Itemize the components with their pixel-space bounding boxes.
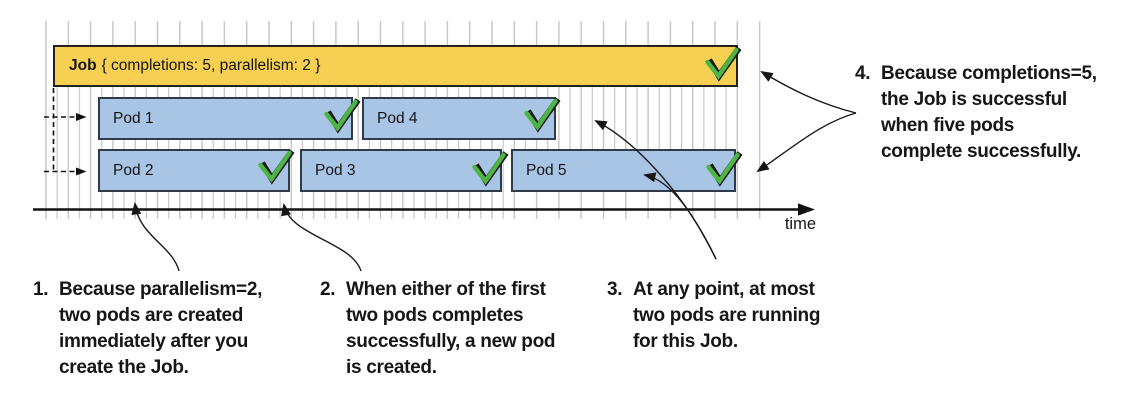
pod2-label: Pod 2 [113,161,154,179]
job-spec: { completions: 5, parallelism: 2 } [101,57,321,74]
annotation-3: 3. At any point, at most two pods are ru… [607,277,820,355]
pod1-label: Pod 1 [113,109,154,127]
pod4-bar: Pod 4 [362,97,556,140]
job-label: Job [69,57,97,74]
pod4-label: Pod 4 [377,109,418,127]
annotation-1: 1. Because parallelism=2, two pods are c… [33,277,262,381]
pod5-label: Pod 5 [526,161,567,179]
annotation2-arrow [281,203,362,272]
time-axis-label: time [784,215,816,233]
pod3-label: Pod 3 [315,161,356,179]
job-bar: Job { completions: 5, parallelism: 2 } [53,45,738,87]
annotation-4-text: Because completions=5, the Job is succes… [881,63,1097,162]
annotation-4-number: 4. [855,63,871,84]
pod5-bar: Pod 5 [511,149,736,192]
annotation1-arrow [131,202,180,272]
pod2-bar: Pod 2 [98,149,290,192]
annotation-3-text: At any point, at most two pods are runni… [633,279,821,352]
annotation4-arrow-upper [760,70,857,114]
pod3-bar: Pod 3 [300,149,502,192]
pod1-bar: Pod 1 [98,97,353,140]
annotation-2-text: When either of the first two pods comple… [346,279,556,378]
time-axis-arrowhead-icon [798,203,815,216]
annotation-4: 4. Because completions=5, the Job is suc… [855,61,1097,165]
annotation-1-text: Because parallelism=2, two pods are crea… [59,279,263,378]
annotation4-arrow-lower [756,112,857,173]
annotation-1-number: 1. [33,279,49,300]
annotation-3-number: 3. [607,279,623,300]
annotation-2: 2. When either of the first two pods com… [320,277,556,381]
annotation-2-number: 2. [320,279,336,300]
